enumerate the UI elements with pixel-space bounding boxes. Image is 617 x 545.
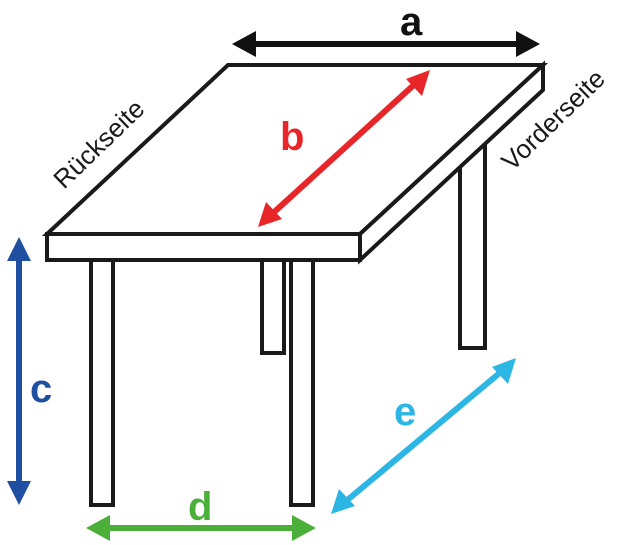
- front-left-leg: [89, 258, 115, 507]
- dimension-b-arrow: [258, 70, 430, 227]
- tabletop-front-edge: [45, 232, 362, 262]
- dimension-b-label: b: [280, 115, 304, 159]
- dimension-d-arrow: [86, 515, 316, 541]
- dimension-c-label: c: [30, 367, 52, 411]
- dimension-e-label: e: [394, 390, 416, 434]
- dimension-a-arrow: [232, 31, 540, 57]
- back-left-leg: [260, 256, 286, 355]
- dimension-c-arrow: [7, 237, 31, 505]
- table-drawing: [41, 60, 549, 507]
- back-right-leg: [458, 138, 487, 350]
- dimension-e-arrow: [331, 358, 516, 514]
- front-right-leg: [289, 258, 315, 507]
- dimension-a-label: a: [400, 0, 423, 44]
- dimension-d-label: d: [188, 485, 212, 529]
